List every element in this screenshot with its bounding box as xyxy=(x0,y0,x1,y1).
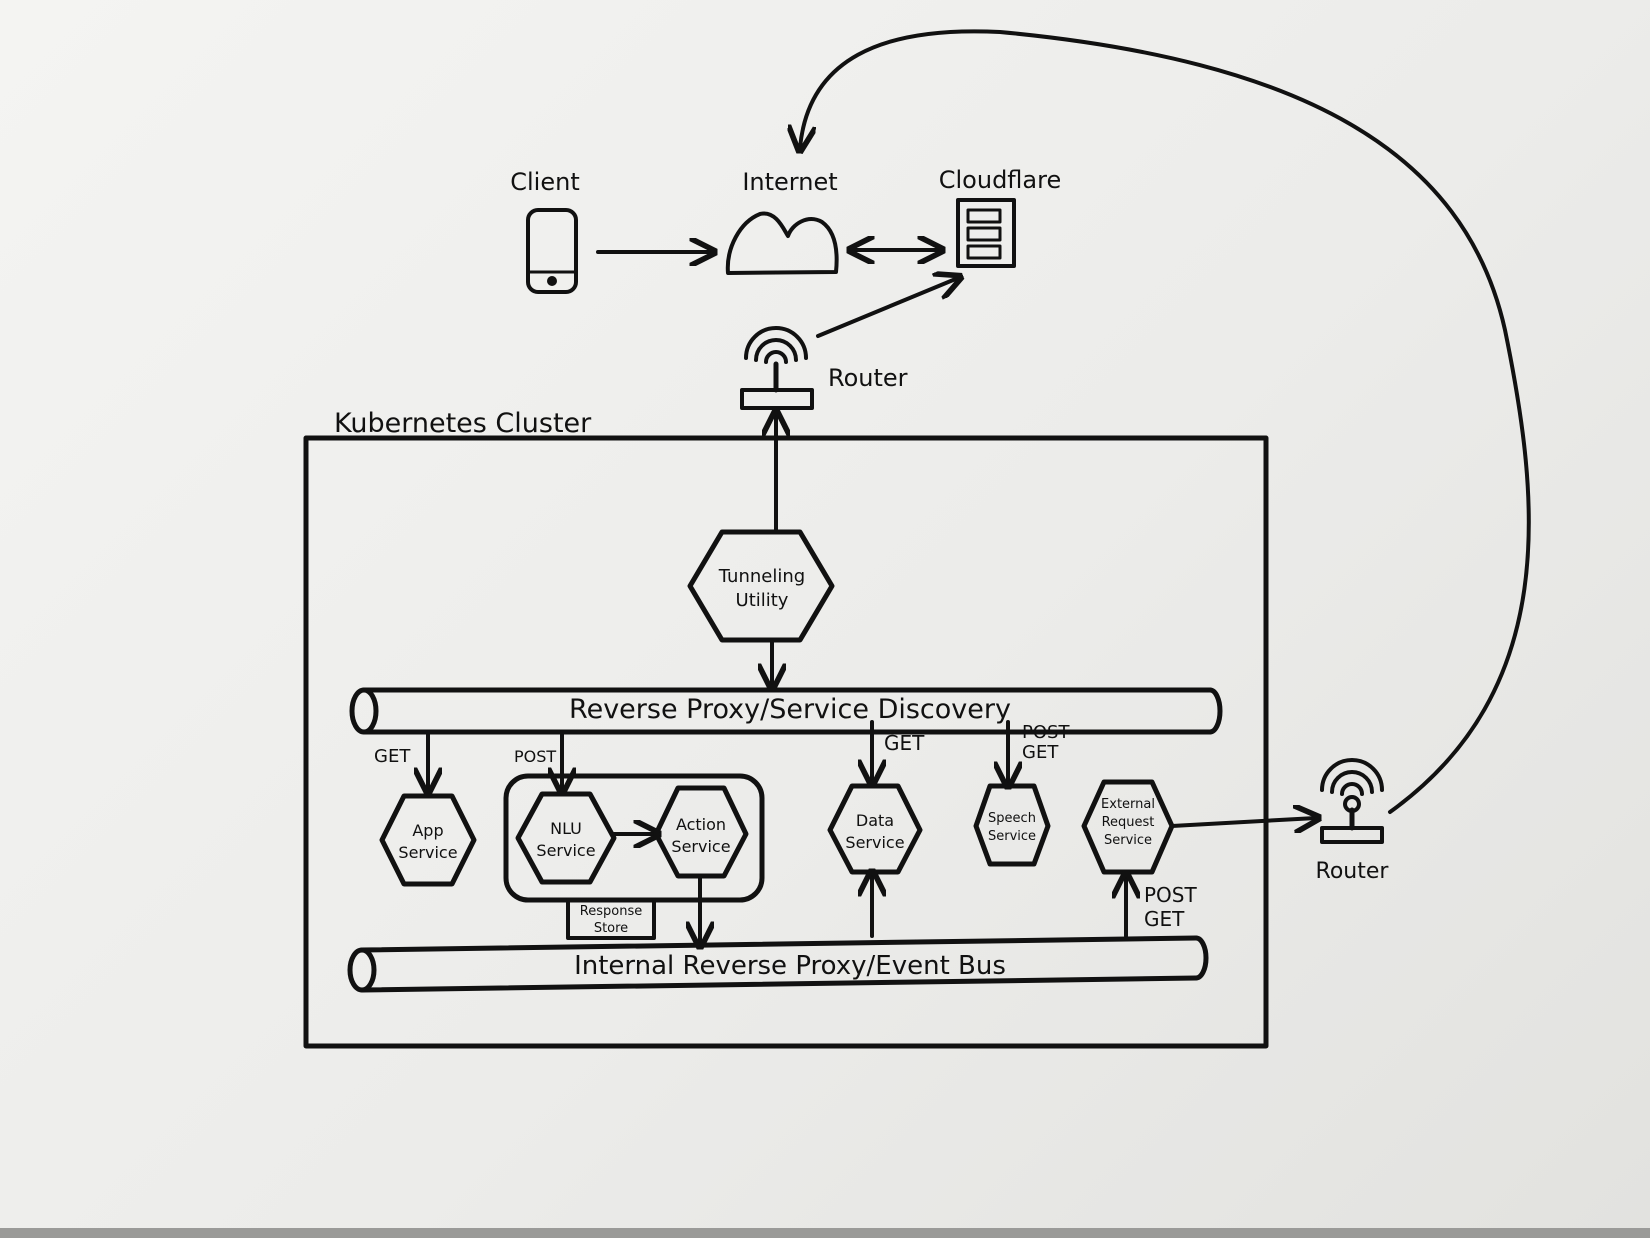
app-service-node: App Service xyxy=(379,793,477,887)
cloudflare-node: Cloudflare xyxy=(939,166,1061,268)
speech-service-label-2: Service xyxy=(988,829,1036,844)
kubernetes-cluster-box xyxy=(303,435,1269,1049)
router-right-to-internet-arrow xyxy=(800,29,1531,814)
external-post-label: POST xyxy=(1144,883,1197,907)
external-request-service-node: External Request Service xyxy=(1081,779,1175,875)
nlu-service-hexagon xyxy=(515,791,617,885)
external-request-service-label-3: Service xyxy=(1104,833,1152,848)
action-service-label-1: Action xyxy=(676,815,726,834)
data-service-hexagon xyxy=(827,783,923,875)
internal-bus-label: Internal Reverse Proxy/Event Bus xyxy=(574,951,1006,981)
internet-node: Internet xyxy=(725,168,839,275)
app-service-label-2: Service xyxy=(398,843,457,862)
app-service-label-1: App xyxy=(412,821,443,840)
response-store-node: Response Store xyxy=(566,898,656,940)
action-service-node: Action Service xyxy=(653,785,749,879)
internal-event-bus-pipe: Internal Reverse Proxy/Event Bus xyxy=(347,935,1209,993)
reverse-proxy-pipe: Reverse Proxy/Service Discovery xyxy=(349,687,1223,735)
external-to-router-arrow xyxy=(1170,818,1316,826)
data-service-label-1: Data xyxy=(856,811,894,830)
data-service-node: Data Service xyxy=(827,783,923,875)
tunneling-utility-hexagon xyxy=(687,529,835,643)
external-request-service-label-1: External xyxy=(1101,797,1155,812)
tunneling-utility-label-1: Tunneling xyxy=(718,566,805,587)
client-node: Client xyxy=(510,168,580,294)
tunneling-utility-label-2: Utility xyxy=(736,590,789,611)
speech-get-label: GET xyxy=(1022,742,1059,763)
external-request-service-hexagon xyxy=(1081,779,1175,875)
speech-service-label-1: Speech xyxy=(988,811,1036,826)
nlu-post-label: POST xyxy=(514,747,556,766)
speech-post-label: POST xyxy=(1022,722,1070,743)
data-service-label-2: Service xyxy=(845,833,904,852)
response-store-label-2: Store xyxy=(594,921,628,936)
tunneling-utility-node: Tunneling Utility xyxy=(687,529,835,643)
client-label: Client xyxy=(510,168,579,196)
app-get-label: GET xyxy=(374,746,411,767)
nlu-service-node: NLU Service xyxy=(515,791,617,885)
nlu-service-label-2: Service xyxy=(536,841,595,860)
internet-label: Internet xyxy=(742,168,837,196)
cloud-icon xyxy=(725,211,839,275)
whiteboard-tray xyxy=(0,1228,1650,1238)
cluster-title: Kubernetes Cluster xyxy=(334,408,592,439)
router-right-node: Router xyxy=(1316,758,1390,884)
external-get-label: GET xyxy=(1144,907,1185,931)
phone-icon xyxy=(526,208,578,294)
router-right-label: Router xyxy=(1316,859,1390,884)
action-service-label-2: Service xyxy=(671,837,730,856)
nlu-service-label-1: NLU xyxy=(550,819,582,838)
cloudflare-label: Cloudflare xyxy=(939,166,1061,194)
router-icon xyxy=(740,326,814,410)
speech-service-node: Speech Service xyxy=(973,783,1051,867)
data-get-label: GET xyxy=(884,731,925,755)
response-store-label-1: Response xyxy=(580,904,642,919)
app-service-hexagon xyxy=(379,793,477,887)
reverse-proxy-label: Reverse Proxy/Service Discovery xyxy=(569,694,1011,725)
speech-service-hexagon xyxy=(973,783,1051,867)
action-service-hexagon xyxy=(653,785,749,879)
server-icon xyxy=(956,198,1016,268)
router-icon xyxy=(1320,758,1384,844)
router-top-label: Router xyxy=(828,364,908,392)
router-top-node: Router xyxy=(740,326,908,410)
response-store-box xyxy=(566,898,656,940)
router-to-cloudflare-arrow xyxy=(816,278,958,338)
external-request-service-label-2: Request xyxy=(1102,815,1155,830)
